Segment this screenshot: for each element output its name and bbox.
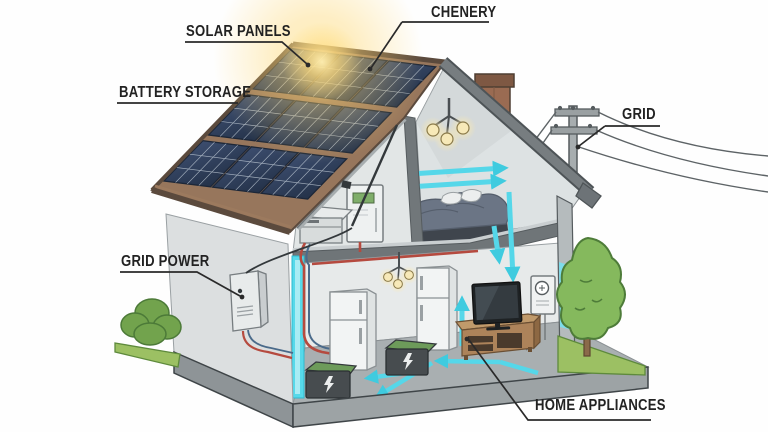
energy-flow-down-arrows [489, 191, 521, 283]
attic-chandelier [420, 98, 476, 152]
battery-1 [304, 361, 358, 399]
meter-wires [241, 227, 353, 360]
grid-pole [550, 105, 600, 193]
tv [471, 281, 523, 331]
bushes [120, 298, 182, 346]
label-chimney: CHENERY [431, 4, 497, 21]
right-roof-edge [438, 57, 602, 209]
label-battery-storage: BATTERY STORAGE [119, 84, 252, 101]
right-grass [557, 335, 646, 376]
ground-chandelier [379, 252, 418, 293]
left-grass [114, 342, 181, 368]
label-solar-panels: SOLAR PANELS [186, 23, 291, 40]
grid-power-meter [229, 270, 269, 332]
label-home-appliances: HOME APPLIANCES [535, 397, 666, 414]
energy-flow-wall-strip [291, 255, 305, 399]
inverter [346, 184, 384, 243]
label-grid: GRID [622, 106, 656, 123]
fridge-left [329, 288, 377, 371]
battery-2 [384, 339, 438, 376]
label-leaders [117, 21, 660, 421]
interior-meter [525, 275, 556, 351]
dc-wiring [299, 242, 479, 359]
tree [556, 236, 626, 357]
foundation [173, 350, 649, 429]
panel-cable [341, 124, 399, 227]
fridge-right [416, 265, 458, 351]
label-grid-power: GRID POWER [121, 253, 210, 270]
sun-glow [213, 0, 423, 163]
attic-energy-arrows [407, 160, 509, 190]
